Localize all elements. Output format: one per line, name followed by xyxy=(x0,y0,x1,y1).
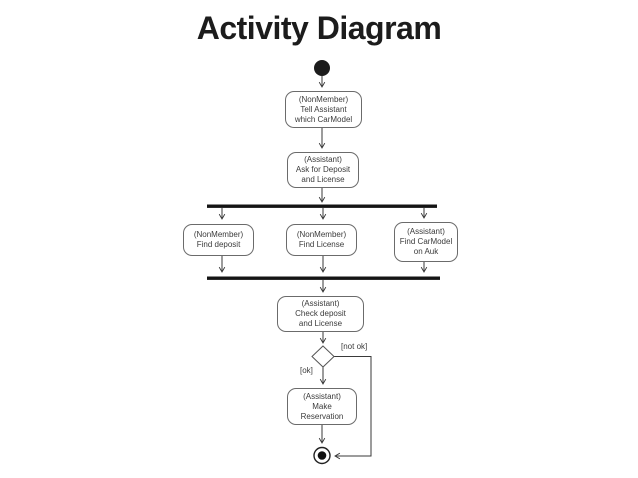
join-bar-icon xyxy=(207,276,440,280)
activity-line: Check deposit xyxy=(295,309,346,318)
activity-line: (Assistant) xyxy=(407,227,445,236)
activity-ask-deposit: (Assistant) Ask for Deposit and License xyxy=(287,152,359,188)
edge-decision-notok-to-final xyxy=(334,356,372,460)
activity-line: (NonMember) xyxy=(296,230,347,239)
final-node-inner-icon xyxy=(317,451,327,460)
activity-line: Tell Assistant xyxy=(300,104,347,114)
activity-line: (Assistant) xyxy=(304,155,342,164)
activity-line: Ask for Deposit xyxy=(295,165,351,174)
fork-bar-icon xyxy=(207,204,437,208)
activity-make-reservation: (Assistant) Make Reservation xyxy=(287,388,357,425)
activity-line: Find CarModel xyxy=(399,237,453,246)
activity-line: (Assistant) xyxy=(301,299,340,308)
activity-check-deposit: (Assistant) Check deposit and License xyxy=(277,296,364,332)
decision-diamond-icon xyxy=(311,345,335,368)
page-title: Activity Diagram xyxy=(196,10,442,46)
guard-ok-label: [ok] xyxy=(300,366,313,375)
activity-line: Find deposit xyxy=(196,240,241,249)
activity-line: on Auk xyxy=(413,247,439,256)
activity-find-carmodel: (Assistant) Find CarModel on Auk xyxy=(394,222,458,262)
activity-line: (NonMember) xyxy=(298,94,349,104)
activity-line: and License xyxy=(298,319,343,328)
activity-tell-assistant: (NonMember) Tell Assistant which CarMode… xyxy=(285,91,362,128)
activity-line: Make xyxy=(312,401,332,411)
guard-not-ok-label: [not ok] xyxy=(341,342,368,351)
activity-line: and License xyxy=(301,175,345,184)
activity-find-license: (NonMember) Find License xyxy=(286,224,357,256)
activity-line: (Assistant) xyxy=(303,391,341,401)
activity-find-deposit: (NonMember) Find deposit xyxy=(183,224,254,256)
initial-node-icon xyxy=(314,60,330,76)
activity-line: Find License xyxy=(298,240,345,249)
activity-line: which CarModel xyxy=(294,114,353,124)
activity-line: Reservation xyxy=(300,411,344,421)
activity-line: (NonMember) xyxy=(193,230,244,239)
